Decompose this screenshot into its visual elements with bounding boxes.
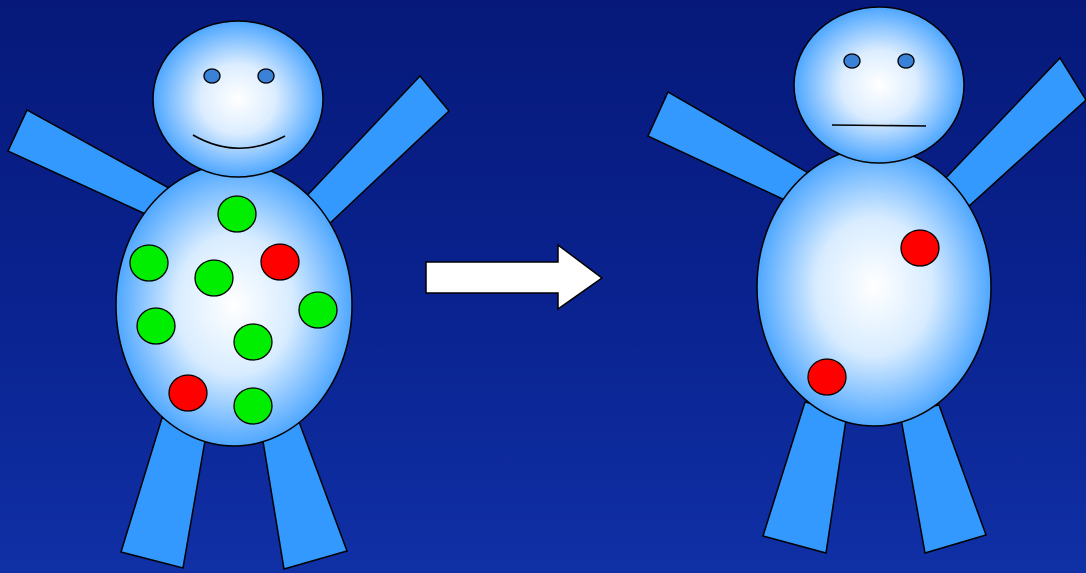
red-dot bbox=[261, 244, 299, 280]
head bbox=[153, 21, 323, 177]
right-leg bbox=[261, 419, 347, 569]
green-dot bbox=[137, 308, 175, 344]
right-eye bbox=[898, 54, 914, 68]
figure-after bbox=[648, 7, 1086, 553]
right-arrow-icon bbox=[426, 245, 602, 309]
left-leg bbox=[763, 402, 847, 553]
red-dot bbox=[901, 230, 939, 266]
green-dot bbox=[218, 196, 256, 232]
red-dot bbox=[169, 375, 207, 411]
left-leg bbox=[121, 418, 207, 568]
right-eye bbox=[258, 69, 274, 83]
left-eye bbox=[844, 54, 860, 68]
green-dot bbox=[299, 292, 337, 328]
green-dot bbox=[130, 245, 168, 281]
neutral-mouth bbox=[832, 125, 926, 126]
left-eye bbox=[204, 69, 220, 83]
figure-before bbox=[8, 21, 449, 569]
green-dot bbox=[234, 324, 272, 360]
head bbox=[794, 7, 964, 163]
body bbox=[757, 148, 991, 426]
green-dot bbox=[195, 260, 233, 296]
green-dot bbox=[234, 388, 272, 424]
red-dot bbox=[808, 359, 846, 395]
right-leg bbox=[900, 405, 986, 553]
